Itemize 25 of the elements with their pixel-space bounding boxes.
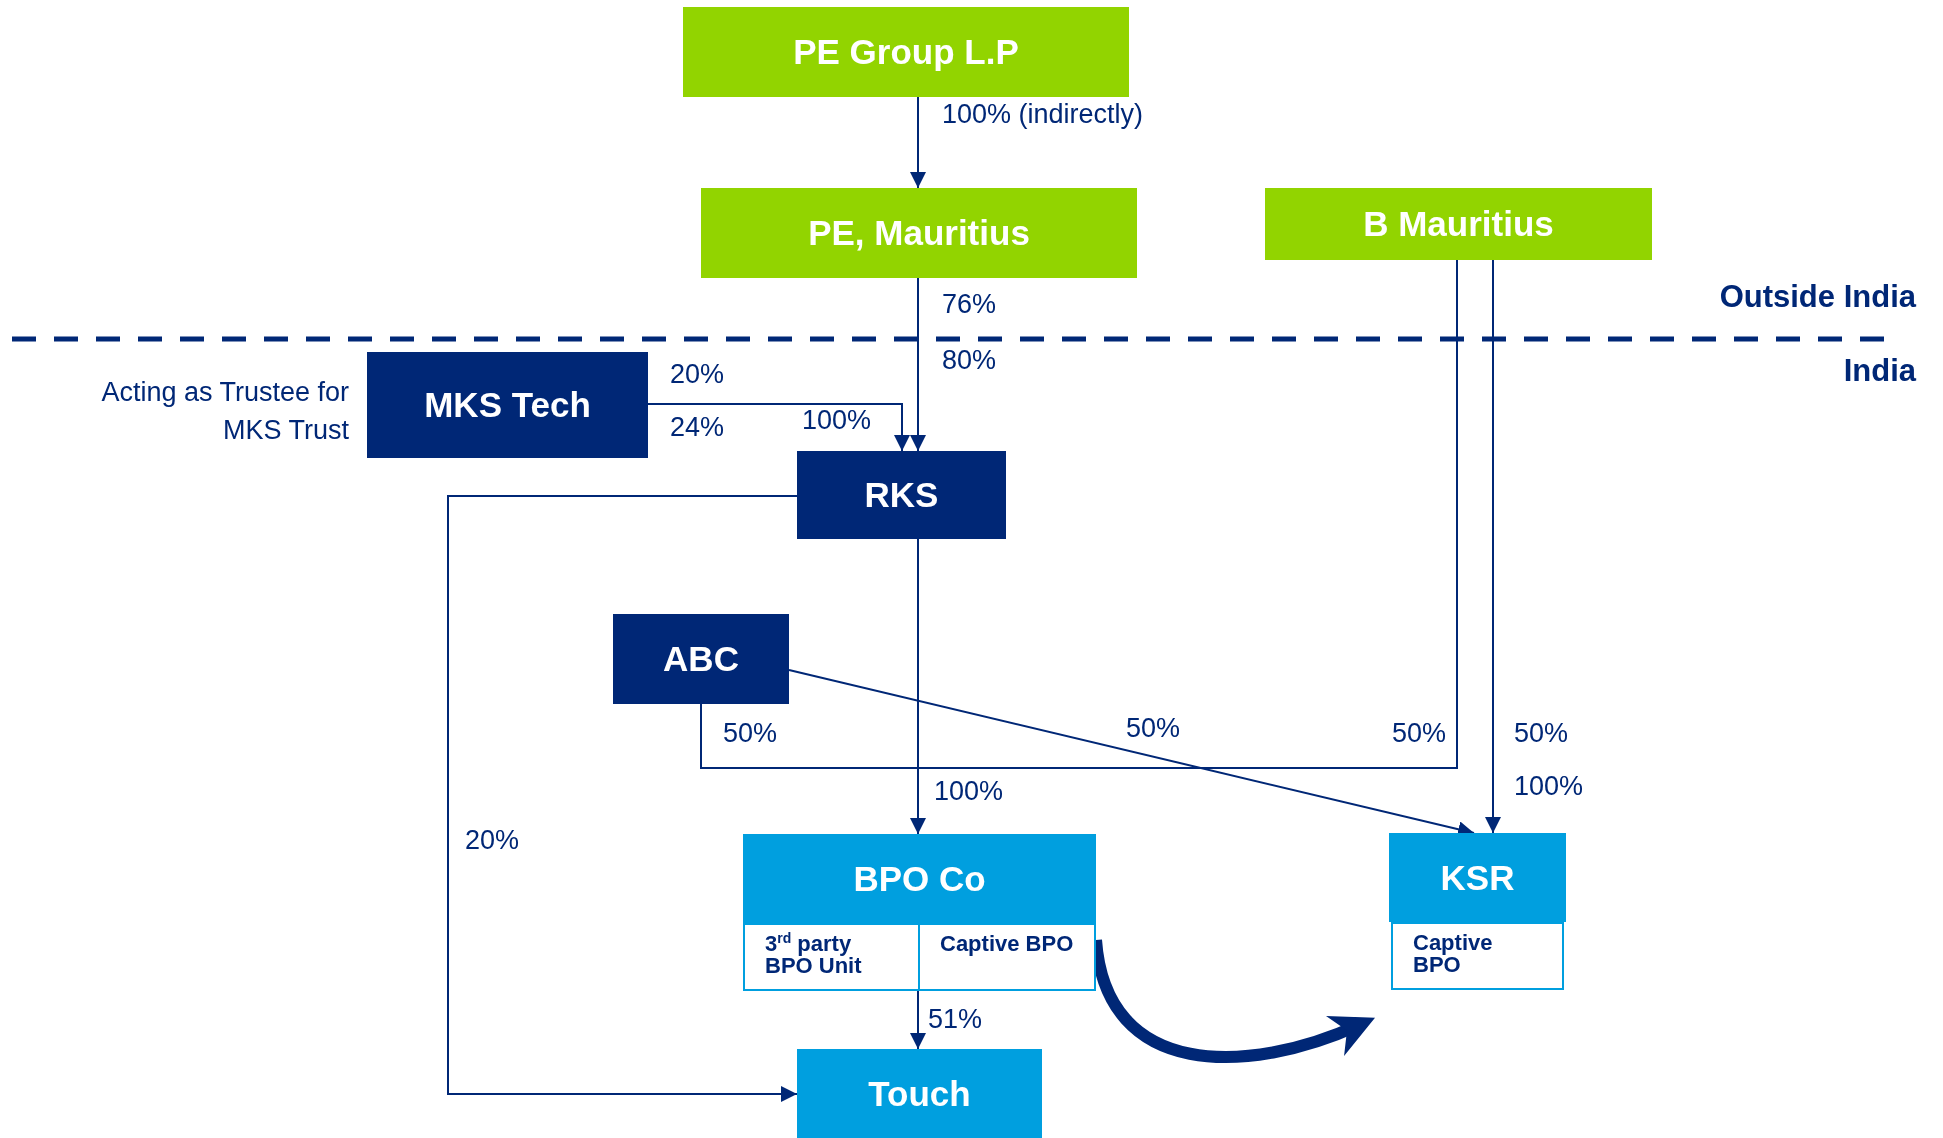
arrow <box>910 990 926 1050</box>
arrow <box>1485 259 1501 834</box>
entity-box: MKS Tech <box>367 352 648 458</box>
entity-box: ABC <box>613 614 789 704</box>
arrow <box>910 96 926 189</box>
arrow <box>647 403 910 452</box>
entity-box <box>743 834 1096 991</box>
region-label: India <box>1842 354 1918 389</box>
unit-cell: Captive BPO <box>1391 922 1564 990</box>
entity-name: KSR <box>1389 833 1566 922</box>
entity-box: PE Group L.P <box>683 7 1129 97</box>
entity-box: B Mauritius <box>1265 188 1652 260</box>
unit-cell: Captive BPO <box>918 923 1096 991</box>
arrow <box>910 538 926 835</box>
entity-box: PE, Mauritius <box>701 188 1137 278</box>
arrow <box>910 277 926 452</box>
arrow <box>447 495 798 1102</box>
entity-box <box>1389 833 1566 990</box>
note-text: Acting as Trustee for MKS Trust <box>100 376 349 447</box>
connector-line <box>700 259 1458 769</box>
entity-box: RKS <box>797 451 1006 539</box>
entity-name: BPO Co <box>743 834 1096 923</box>
entity-box: Touch <box>797 1049 1042 1138</box>
region-label: Outside India <box>1718 280 1918 315</box>
unit-cell: 3$^{rd}$ party BPO Unit <box>743 923 920 991</box>
